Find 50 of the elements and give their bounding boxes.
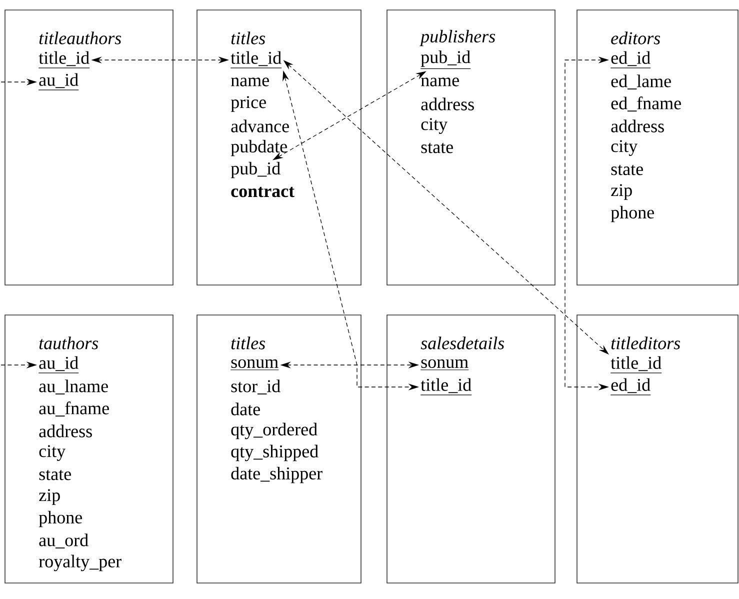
field-name: qty_shipped <box>231 444 318 462</box>
field-name: royalty_per <box>38 554 122 572</box>
field-name: state <box>611 164 643 176</box>
field-name: state <box>39 470 71 480</box>
field-name: sonum <box>230 359 279 370</box>
field-name: ed_id <box>610 51 651 68</box>
field-name: pubdate <box>230 140 287 156</box>
field-name: sonum <box>420 359 469 370</box>
field-name: name <box>421 78 459 86</box>
field-name: city <box>611 140 638 156</box>
table-title: publishers <box>420 30 496 46</box>
field-name: title_id <box>420 378 472 396</box>
field-name: date_shipper <box>231 466 322 484</box>
table-title: titleditors <box>611 336 680 350</box>
field-name: pub_id <box>230 162 280 178</box>
field-name: name <box>231 78 269 86</box>
table-title: tauthors <box>39 336 98 350</box>
field-name: advance <box>231 120 289 132</box>
field-name: au_fname <box>39 402 109 416</box>
field-name: phone <box>610 206 654 222</box>
field-name: qty_ordered <box>231 422 318 440</box>
field-name: au_id <box>38 73 79 90</box>
field-name: address <box>39 424 92 438</box>
field-name: ed_fname <box>611 96 681 112</box>
field-name: price <box>230 96 266 112</box>
table-title: salesdetails <box>420 336 504 350</box>
field-name: state <box>421 142 453 154</box>
field-name: title_id <box>230 51 282 68</box>
field-name: contract <box>231 186 294 198</box>
field-name: address <box>611 120 664 132</box>
field-name: zip <box>39 489 60 505</box>
field-name: au_id <box>38 356 79 374</box>
field-name: pub_id <box>420 50 471 69</box>
field-name: city <box>421 118 448 134</box>
field-name: stor_id <box>231 380 280 394</box>
field-name: au_lname <box>39 380 108 394</box>
field-name: zip <box>611 184 632 200</box>
table-title: editors <box>611 32 660 44</box>
field-name: city <box>39 445 66 461</box>
field-name: ed_lame <box>611 74 671 90</box>
field-name: date <box>231 402 260 416</box>
table-title: titles <box>231 336 266 350</box>
field-name: address <box>421 98 474 110</box>
field-name: au_ord <box>39 534 88 548</box>
field-name: title_id <box>610 356 662 374</box>
field-name: phone <box>38 510 82 528</box>
field-name: ed_id <box>610 378 651 396</box>
field-name: title_id <box>38 51 90 68</box>
table-title: titleauthors <box>39 32 122 44</box>
table-title: titles <box>231 32 266 44</box>
